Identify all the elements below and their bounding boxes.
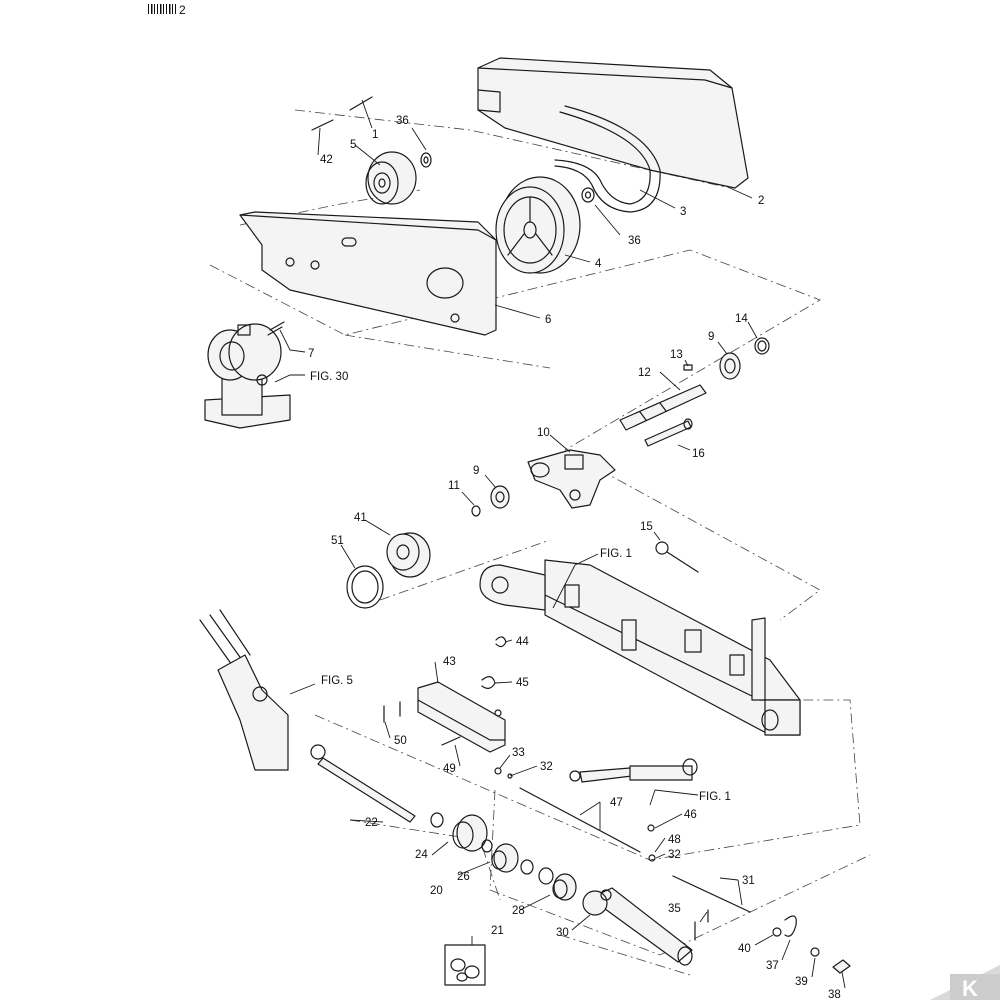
label-21: 21 bbox=[491, 925, 504, 937]
label-44: 44 bbox=[516, 636, 529, 648]
label-39: 39 bbox=[795, 976, 808, 988]
label-38: 38 bbox=[828, 989, 841, 1000]
leader-lines bbox=[274, 99, 846, 989]
fig5-arm-assembly bbox=[199, 609, 289, 771]
part-47-hose bbox=[519, 787, 641, 853]
part-4-large-pulley bbox=[495, 176, 581, 274]
label-4: 4 bbox=[595, 258, 602, 270]
part-15-eye-bolt bbox=[655, 541, 699, 573]
logo-letter: K bbox=[962, 976, 978, 1000]
label-13: 13 bbox=[670, 349, 683, 361]
label-31: 31 bbox=[742, 875, 755, 887]
label-6: 6 bbox=[545, 314, 551, 326]
part-28-piston bbox=[520, 859, 577, 901]
label-16: 16 bbox=[692, 448, 705, 460]
label-30: 30 bbox=[556, 927, 569, 939]
fig1-hydraulic-cylinder bbox=[569, 758, 698, 783]
callout-labels: 1 2 3 4 5 6 7 FIG. 30 9 9 10 11 12 13 14… bbox=[308, 115, 841, 1000]
label-51: 51 bbox=[331, 535, 344, 547]
corner-logo: K bbox=[930, 965, 1000, 1000]
part-44-45-clips bbox=[481, 636, 507, 717]
label-47: 47 bbox=[610, 797, 623, 809]
label-32a: 32 bbox=[540, 761, 553, 773]
part-9-bearing-b bbox=[490, 485, 510, 509]
header-barcode bbox=[148, 4, 176, 14]
part-37-40-fittings bbox=[772, 915, 851, 974]
part-7-gearbox bbox=[204, 321, 291, 429]
label-28: 28 bbox=[512, 905, 525, 917]
label-24: 24 bbox=[415, 849, 428, 861]
label-fig1a: FIG. 1 bbox=[600, 548, 632, 560]
part-1-pin bbox=[349, 96, 373, 111]
part-49-bolt bbox=[441, 736, 461, 746]
main-frame-fig1 bbox=[479, 559, 801, 736]
label-41: 41 bbox=[354, 512, 367, 524]
part-51-ring bbox=[346, 565, 384, 609]
label-48: 48 bbox=[668, 834, 681, 846]
label-20: 20 bbox=[430, 885, 443, 897]
part-35-pin bbox=[694, 909, 709, 941]
label-42: 42 bbox=[320, 154, 333, 166]
label-fig30: FIG. 30 bbox=[310, 371, 348, 383]
label-10: 10 bbox=[537, 427, 550, 439]
label-1: 1 bbox=[372, 129, 378, 141]
part-3-v-belt bbox=[554, 105, 661, 213]
label-9a: 9 bbox=[708, 331, 714, 343]
label-40: 40 bbox=[738, 943, 751, 955]
part-12-shaft bbox=[619, 384, 707, 431]
part-41-hub bbox=[386, 532, 431, 578]
part-14-ring bbox=[754, 337, 770, 355]
label-fig5: FIG. 5 bbox=[321, 675, 353, 687]
label-7: 7 bbox=[308, 348, 314, 360]
part-10-bracket bbox=[527, 449, 616, 509]
label-46: 46 bbox=[684, 809, 697, 821]
label-36b: 36 bbox=[628, 235, 641, 247]
part-24-bushing bbox=[430, 812, 488, 852]
part-36-washer-b bbox=[581, 187, 595, 203]
label-fig1b: FIG. 1 bbox=[699, 791, 731, 803]
label-33: 33 bbox=[512, 747, 525, 759]
part-36-washer-a bbox=[420, 152, 432, 168]
part-6-frame-plate bbox=[239, 211, 497, 336]
label-37: 37 bbox=[766, 960, 779, 972]
label-35: 35 bbox=[668, 903, 681, 915]
label-3: 3 bbox=[680, 206, 686, 218]
label-45: 45 bbox=[516, 677, 529, 689]
part-9-bearing-a bbox=[719, 352, 741, 380]
label-5: 5 bbox=[350, 139, 356, 151]
label-9b: 9 bbox=[473, 465, 479, 477]
part-22-rod bbox=[310, 744, 416, 823]
label-36a: 36 bbox=[396, 115, 409, 127]
header-code: 2 bbox=[179, 3, 186, 17]
label-22: 22 bbox=[365, 817, 378, 829]
label-12: 12 bbox=[638, 367, 651, 379]
label-50: 50 bbox=[394, 735, 407, 747]
part-50-pins bbox=[383, 701, 401, 723]
part-16-pin bbox=[644, 418, 693, 447]
label-26: 26 bbox=[457, 871, 470, 883]
part-26-seal bbox=[481, 839, 519, 873]
label-49: 49 bbox=[443, 763, 456, 775]
part-21-seal-kit bbox=[444, 944, 486, 986]
label-15: 15 bbox=[640, 521, 653, 533]
part-43-plates bbox=[417, 681, 506, 753]
label-2: 2 bbox=[758, 195, 764, 207]
part-33-32-fittings bbox=[494, 767, 656, 862]
part-30-cylinder bbox=[582, 887, 693, 966]
label-43: 43 bbox=[443, 656, 456, 668]
label-14: 14 bbox=[735, 313, 748, 325]
label-11: 11 bbox=[448, 480, 460, 492]
part-31-hose bbox=[672, 875, 751, 913]
label-32b: 32 bbox=[668, 849, 681, 861]
part-11-ring bbox=[471, 505, 481, 517]
part-42-pin bbox=[311, 119, 334, 131]
